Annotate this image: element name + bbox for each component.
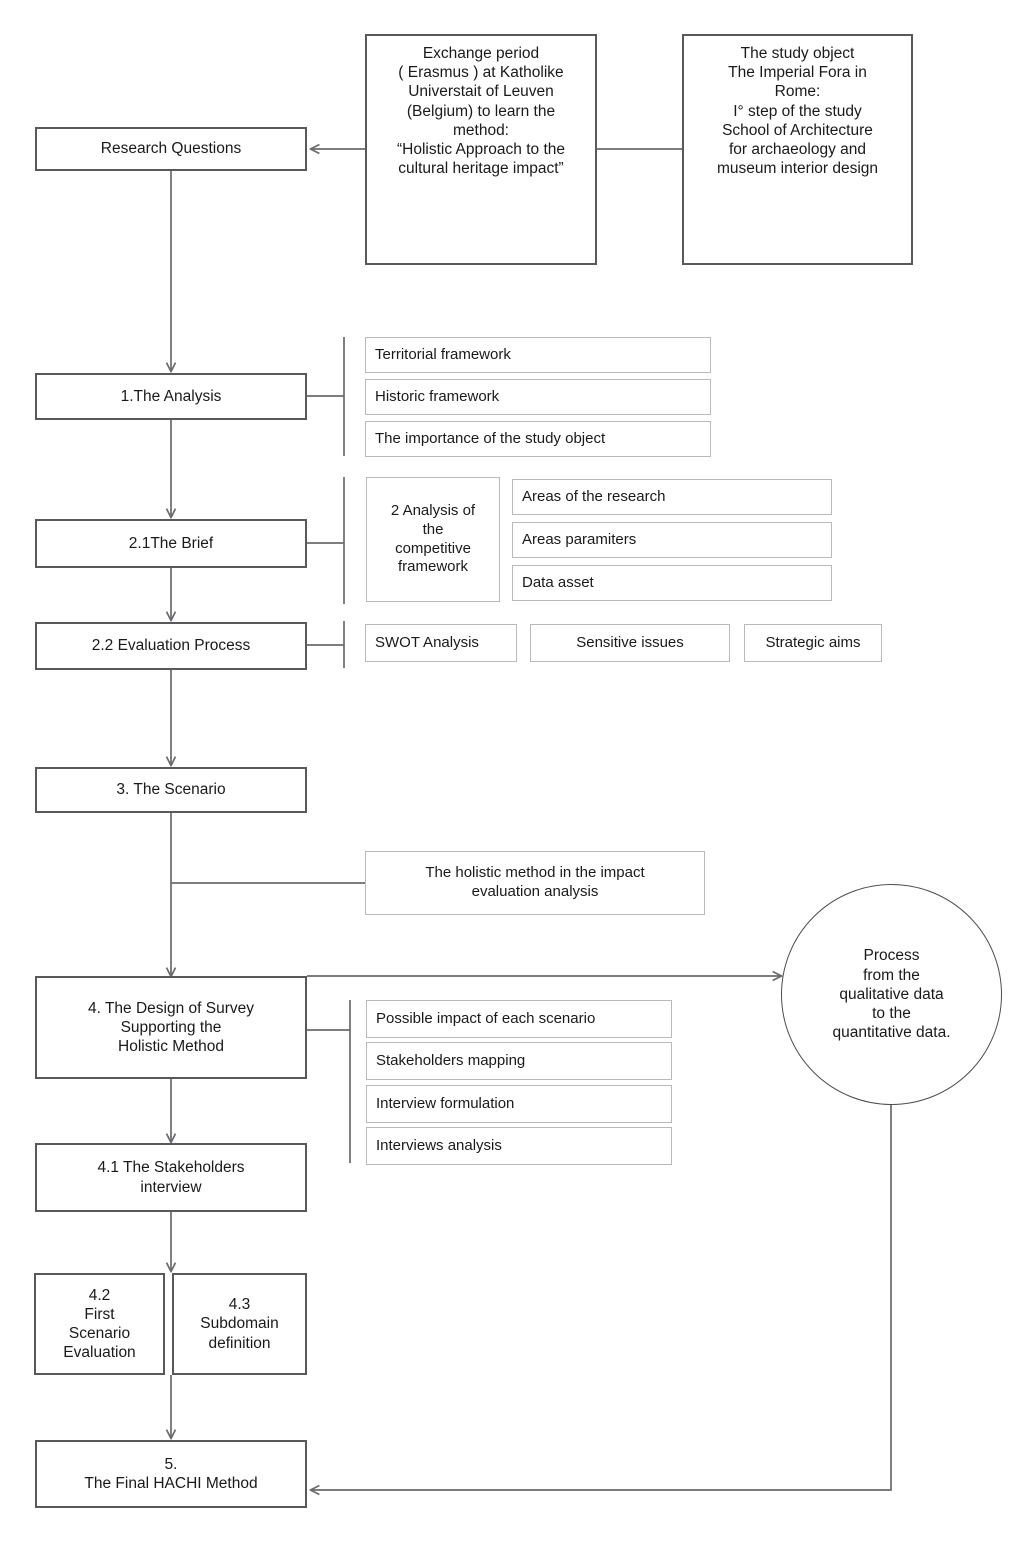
node-stakeholders-mapping[interactable]: Stakeholders mapping [366, 1042, 672, 1080]
node-holistic-method-impact-evaluation[interactable]: The holistic method in the impact evalua… [365, 851, 705, 915]
node-sensitive-issues[interactable]: Sensitive issues [530, 624, 730, 662]
node-historic-framework[interactable]: Historic framework [365, 379, 711, 415]
node-evaluation-process[interactable]: 2.2 Evaluation Process [35, 622, 307, 670]
node-territorial-framework[interactable]: Territorial framework [365, 337, 711, 373]
node-subdomain-definition[interactable]: 4.3 Subdomain definition [172, 1273, 307, 1375]
node-interview-formulation[interactable]: Interview formulation [366, 1085, 672, 1123]
node-strategic-aims[interactable]: Strategic aims [744, 624, 882, 662]
node-swot-analysis[interactable]: SWOT Analysis [365, 624, 517, 662]
node-process-qualitative-to-quantitative[interactable]: Process from the qualitative data to the… [781, 884, 1002, 1105]
node-the-brief[interactable]: 2.1The Brief [35, 519, 307, 568]
node-research-questions[interactable]: Research Questions [35, 127, 307, 171]
node-possible-impact-each-scenario[interactable]: Possible impact of each scenario [366, 1000, 672, 1038]
node-stakeholders-interview[interactable]: 4.1 The Stakeholders interview [35, 1143, 307, 1212]
node-the-scenario[interactable]: 3. The Scenario [35, 767, 307, 813]
node-the-analysis[interactable]: 1.The Analysis [35, 373, 307, 420]
node-final-hachi-method[interactable]: 5. The Final HACHI Method [35, 1440, 307, 1508]
node-first-scenario-evaluation[interactable]: 4.2 First Scenario Evaluation [34, 1273, 165, 1375]
node-competitive-framework-analysis[interactable]: 2 Analysis of the competitive framework [366, 477, 500, 602]
node-interviews-analysis[interactable]: Interviews analysis [366, 1127, 672, 1165]
node-study-object[interactable]: The study object The Imperial Fora in Ro… [682, 34, 913, 265]
node-design-of-survey[interactable]: 4. The Design of Survey Supporting the H… [35, 976, 307, 1079]
node-importance-of-study-object[interactable]: The importance of the study object [365, 421, 711, 457]
node-exchange-period[interactable]: Exchange period ( Erasmus ) at Katholike… [365, 34, 597, 265]
node-areas-paramiters[interactable]: Areas paramiters [512, 522, 832, 558]
node-data-asset[interactable]: Data asset [512, 565, 832, 601]
node-areas-of-the-research[interactable]: Areas of the research [512, 479, 832, 515]
